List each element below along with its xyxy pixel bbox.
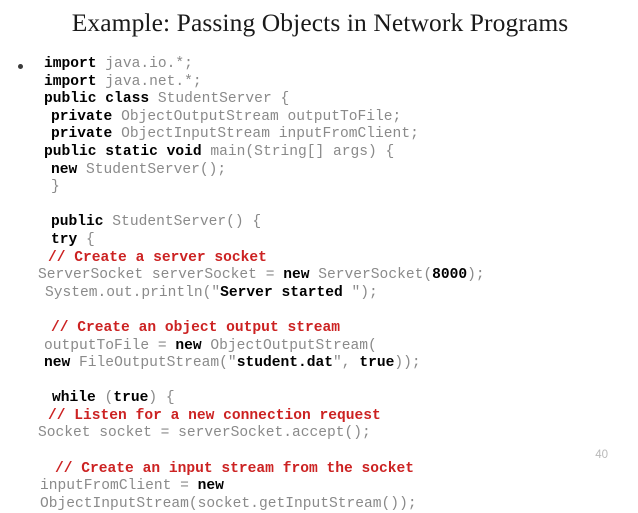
code-token-kw: private (51, 108, 113, 125)
code-token-kw: private (51, 126, 113, 143)
code-token-pl: } (51, 179, 60, 196)
code-token-kw: import (44, 73, 97, 90)
code-token-pl: ObjectInputStream(socket.getInputStream(… (40, 495, 417, 512)
code-line: ServerSocket serverSocket = new ServerSo… (0, 267, 638, 285)
code-line: } (0, 179, 638, 197)
code-token-kw: true (359, 355, 395, 372)
code-listing: import java.io.*;import java.net.*;publi… (0, 56, 638, 513)
code-token-pl: StudentServer(); (77, 161, 227, 178)
code-line: // Listen for a new connection request (0, 408, 638, 426)
code-token-pl: StudentServer() { (103, 214, 262, 231)
code-token-pl: ", (333, 355, 360, 372)
code-line: try { (0, 232, 638, 250)
code-line: inputFromClient = new (0, 478, 638, 496)
code-token-pl: main(String[] args) { (201, 143, 395, 160)
code-token-pl: ObjectOutputStream outputToFile; (112, 108, 402, 125)
code-token-pl: StudentServer { (149, 91, 290, 108)
slide-canvas: Example: Passing Objects in Network Prog… (18, 8, 608, 512)
code-token-pl: System.out.println(" (45, 284, 221, 301)
bullet-point-marker (18, 64, 23, 69)
code-token-pl: inputFromClient = (40, 478, 198, 495)
code-token-pl: ObjectInputStream inputFromClient; (112, 126, 419, 143)
code-token-pl: Socket socket = serverSocket.accept(); (38, 425, 371, 442)
code-token-pl: ) { (148, 390, 175, 407)
code-token-cmt: // Create an input stream from the socke… (55, 460, 415, 477)
code-token-pl: ); (467, 267, 485, 284)
code-token-str: Server started (220, 284, 352, 301)
code-token-num: 8000 (432, 267, 468, 284)
code-token-kw: new (51, 161, 78, 178)
code-token-pl: java.io.*; (96, 56, 193, 72)
code-line-blank (0, 302, 638, 320)
code-token-kw: import (44, 56, 97, 72)
code-token-kw: new (44, 355, 71, 372)
code-token-kw: true (113, 390, 149, 407)
code-line: import java.net.*; (0, 74, 638, 92)
code-line: while (true) { (0, 390, 638, 408)
code-line: public class StudentServer { (0, 91, 638, 109)
page-title: Example: Passing Objects in Network Prog… (71, 8, 569, 37)
code-line: new StudentServer(); (0, 162, 638, 180)
code-line: private ObjectInputStream inputFromClien… (0, 126, 638, 144)
code-line: // Create an object output stream (0, 320, 638, 338)
code-token-pl: FileOutputStream(" (70, 355, 237, 372)
code-line: public StudentServer() { (0, 214, 638, 232)
code-token-pl: { (77, 231, 95, 248)
code-line: // Create an input stream from the socke… (0, 461, 638, 479)
code-token-cmt: // Create a server socket (48, 249, 267, 266)
code-line-blank (0, 373, 638, 391)
code-line-blank (0, 197, 638, 215)
slide-page-number: 40 (595, 449, 608, 461)
code-line: public static void main(String[] args) { (0, 144, 638, 162)
code-token-pl: ObjectOutputStream( (201, 337, 377, 354)
code-token-kw: new (197, 478, 224, 495)
code-token-pl: ServerSocket serverSocket = (38, 267, 284, 284)
code-line: private ObjectOutputStream outputToFile; (0, 109, 638, 127)
code-token-kw: new (175, 337, 202, 354)
code-line: new FileOutputStream("student.dat", true… (0, 355, 638, 373)
code-token-pl: ServerSocket( (309, 267, 433, 284)
code-line: System.out.println("Server started "); (0, 285, 638, 303)
code-token-kw: public static void (44, 143, 202, 160)
code-token-cmt: // Listen for a new connection request (48, 407, 381, 424)
code-line: import java.io.*; (0, 56, 638, 74)
code-token-pl: java.net.*; (96, 73, 202, 90)
code-token-kw: public (51, 214, 104, 231)
code-token-kw: while (52, 390, 96, 407)
code-token-cmt: // Create an object output stream (51, 319, 341, 336)
code-line: Socket socket = serverSocket.accept(); (0, 425, 638, 443)
code-token-kw: new (283, 267, 310, 284)
code-line-blank (0, 443, 638, 461)
code-token-pl: )); (394, 355, 421, 372)
code-line: ObjectInputStream(socket.getInputStream(… (0, 496, 638, 513)
code-line: outputToFile = new ObjectOutputStream( (0, 338, 638, 356)
code-token-kw: public class (44, 91, 150, 108)
code-token-pl: ( (95, 390, 114, 407)
code-token-pl: "); (351, 284, 378, 301)
code-token-str: student.dat (236, 355, 334, 372)
code-token-kw: try (51, 231, 78, 248)
code-line: // Create a server socket (0, 250, 638, 268)
code-token-pl: outputToFile = (44, 337, 176, 354)
